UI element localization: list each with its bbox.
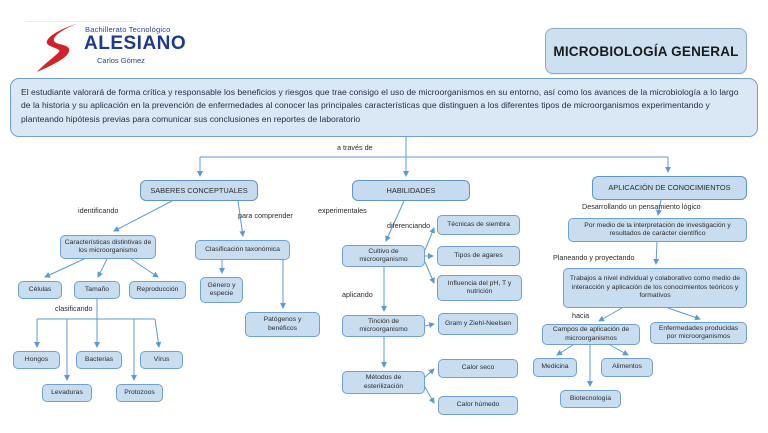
node-por-medio-interpretacion: Por medio de la interpretación de invest… xyxy=(568,218,747,242)
label-experimentales: experimentales xyxy=(318,206,367,215)
node-celulas: Células xyxy=(18,281,62,299)
node-gram-ziehl-neelsen: Gram y Ziehl-Neelsen xyxy=(438,313,518,335)
logo-line1: Bachillerato Tecnológico xyxy=(85,25,171,34)
node-cultivo-de-microorganismo: Cultivo de microorganismo xyxy=(342,245,425,267)
node-caracteristicas-distintivas: Características distintivas de los micro… xyxy=(60,235,156,259)
node-protozoos: Protozoos xyxy=(116,384,163,402)
label-identificando: identificando xyxy=(78,206,119,215)
label-hacia: hacia xyxy=(572,311,590,320)
node-saberes-conceptuales: SABERES CONCEPTUALES xyxy=(140,180,258,201)
node-metodos-esterilizacion: Métodos de esterilización xyxy=(342,371,425,394)
label-clasificando: clasificando xyxy=(55,304,93,313)
label-planeando: Planeando y proyectando xyxy=(553,253,635,262)
node-campos-de-aplicacion: Campos de aplicación de microorganismos xyxy=(542,324,640,345)
node-calor-humedo: Calor húmedo xyxy=(438,396,518,415)
intro-paragraph: El estudiante valorará de forma crítica … xyxy=(10,78,758,137)
node-tincion-de-microorganismo: Tinción de microorganismo xyxy=(342,315,425,337)
label-aplicando: aplicando xyxy=(342,290,373,299)
node-trabajos-individual-colaborativo: Trabajos a nivel individual y colaborati… xyxy=(563,268,747,308)
page-title: MICROBIOLOGÍA GENERAL xyxy=(545,28,747,74)
label-diferenciando: diferenciando xyxy=(387,221,431,230)
node-virus: Vírus xyxy=(140,351,183,369)
school-logo: Bachillerato Tecnológico ALESIANO Carlos… xyxy=(35,20,215,74)
node-hongos: Hongos xyxy=(13,351,60,369)
node-aplicacion-de-conocimientos: APLICACIÓN DE CONOCIMIENTOS xyxy=(592,176,747,200)
node-habilidades: HABILIDADES xyxy=(352,180,470,201)
logo-s-swoosh-icon xyxy=(37,23,79,72)
node-bacterias: Bacterias xyxy=(76,351,122,369)
node-tamano: Tamaño xyxy=(74,281,120,299)
node-clasificacion-taxonomica: Clasificación taxonómica xyxy=(195,240,290,260)
node-tipos-de-agares: Tipos de agares xyxy=(437,246,520,266)
node-enfermedades-producidas: Enfermedades producidas por microorganis… xyxy=(650,322,747,344)
node-tecnicas-de-siembra: Técnicas de siembra xyxy=(437,215,520,235)
node-reproduccion: Reproducción xyxy=(129,281,186,299)
node-medicina: Medicina xyxy=(533,358,577,377)
node-calor-seco: Calor seco xyxy=(438,359,518,378)
node-genero-y-especie: Género y especie xyxy=(200,277,243,303)
logo-line2: ALESIANO xyxy=(84,33,187,54)
node-levaduras: Levaduras xyxy=(42,384,92,402)
label-a-traves-de: a través de xyxy=(337,143,373,152)
decorative-line xyxy=(25,21,137,22)
label-desarrollando: Desarrollando un pensamiento lógico xyxy=(582,202,701,211)
node-patogenos-y-beneficos: Patógenos y benéficos xyxy=(245,312,320,337)
node-alimentos: Alimentos xyxy=(601,358,653,377)
node-biotecnologia: Biotecnología xyxy=(560,390,621,408)
node-influencia-ph: Influencia del pH, T y nutrición xyxy=(437,275,522,301)
logo-line3: Carlos Gómez xyxy=(97,56,145,65)
label-para-comprender: para comprender xyxy=(238,211,293,220)
